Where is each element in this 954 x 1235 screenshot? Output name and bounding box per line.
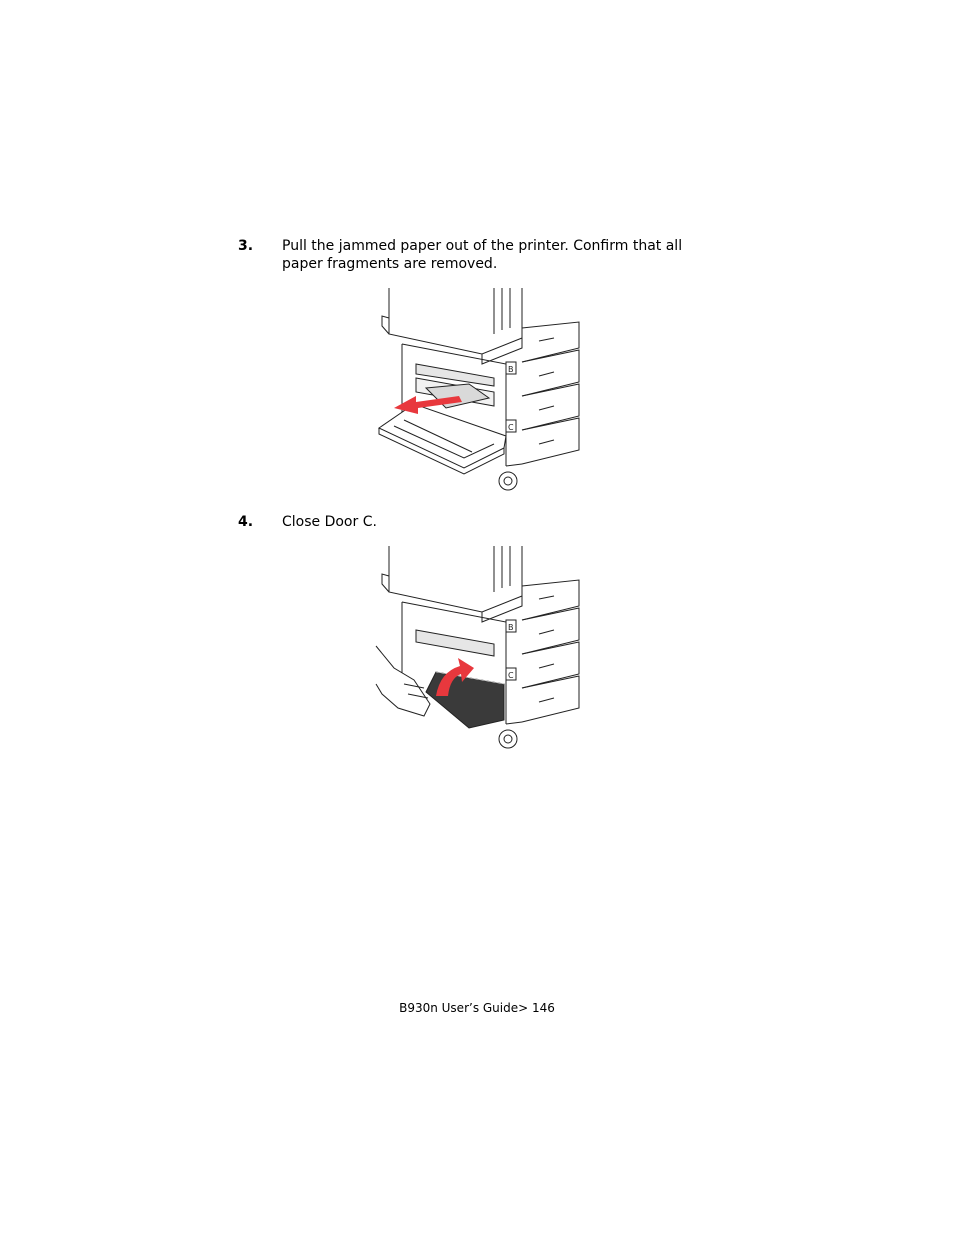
step-3-number: 3. (238, 238, 254, 254)
page-footer: B930n User’s Guide> 146 (399, 1001, 555, 1015)
step-4-text: Close Door C. (282, 514, 377, 530)
printer-door-c-closing-illustration: B C (375, 546, 580, 749)
door-b-label: B (508, 365, 514, 374)
printer-door-c-open-paper-removal-illustration: B C (377, 288, 580, 491)
door-c-label: C (508, 671, 514, 680)
door-c-label: C (508, 423, 514, 432)
step-3-text: Pull the jammed paper out of the printer… (282, 238, 683, 272)
door-b-label: B (508, 623, 514, 632)
step-4-number: 4. (238, 514, 254, 530)
